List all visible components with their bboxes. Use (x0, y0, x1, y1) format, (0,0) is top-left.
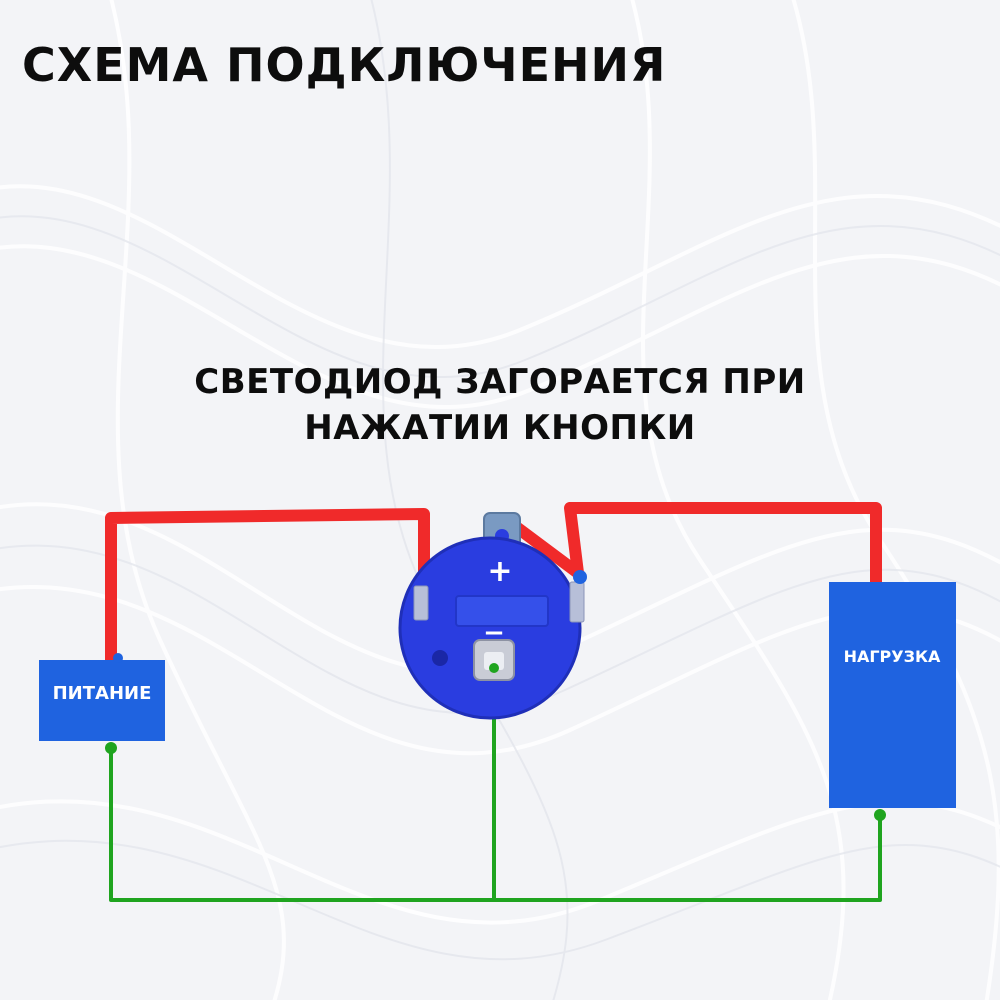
button-bottom-terminal-inner (484, 652, 504, 670)
button-ground-dot (489, 663, 499, 673)
button-led-window (455, 595, 549, 627)
push-button-switch[interactable]: + − (398, 512, 587, 720)
page-title: СХЕМА ПОДКЛЮЧЕНИЯ (22, 38, 667, 92)
power-positive-dot (113, 653, 123, 663)
subtitle-line-1: СВЕТОДИОД ЗАГОРАЕТСЯ ПРИ (194, 362, 806, 402)
minus-symbol: − (483, 618, 505, 648)
button-housing-rim (398, 536, 582, 720)
positive-wire-load (501, 502, 882, 588)
power-ground-dot (105, 742, 117, 754)
button-mount-hole (432, 650, 448, 666)
load-box: НАГРУЗКА (829, 582, 956, 808)
button-right-pin-cap (573, 570, 587, 584)
button-left-pin (413, 585, 429, 621)
positive-wire-power (105, 508, 430, 668)
load-ground-dot (874, 809, 886, 821)
button-housing (400, 538, 580, 718)
plus-symbol: + (487, 554, 512, 589)
button-right-pin (569, 581, 585, 623)
load-box-body (829, 582, 956, 808)
power-box-label: ПИТАНИЕ (53, 683, 152, 704)
load-box-label: НАГРУЗКА (844, 647, 941, 666)
connection-dots (105, 663, 886, 821)
power-box: ПИТАНИЕ (39, 660, 165, 741)
subtitle-line-2: НАЖАТИИ КНОПКИ (304, 408, 696, 448)
positive-wires (105, 502, 882, 668)
power-box-body (39, 660, 165, 741)
